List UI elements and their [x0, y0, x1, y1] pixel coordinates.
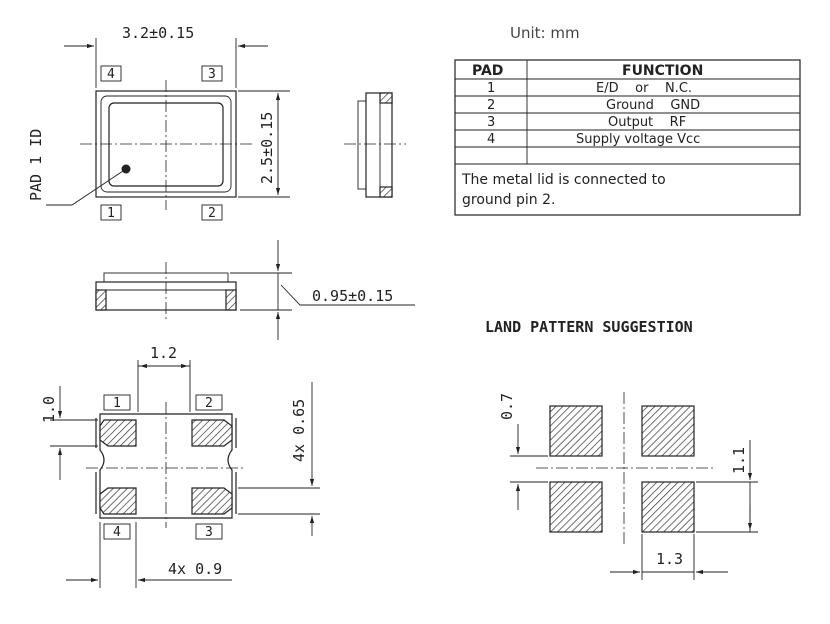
table-note-line2: ground pin 2. — [462, 192, 555, 208]
pad-number-3-bottom: 3 — [205, 525, 213, 540]
table-row-4-function: Supply voltage Vcc — [576, 132, 700, 147]
pad1-leader — [46, 168, 127, 206]
bottom-view: 1 2 4 3 1.2 1.0 4x 0.65 4x 0.9 — [40, 344, 320, 588]
table-row-3-function: Output RF — [608, 115, 686, 130]
land-pad-br — [641, 481, 695, 533]
top-view: PAD 1 ID 4 3 1 2 3.2±0.15 2.5±0.15 — [27, 24, 290, 221]
pad-number-4-top: 4 — [107, 67, 115, 82]
bottom-pad-2 — [191, 419, 233, 447]
thickness-dim-label: 0.95±0.15 — [312, 287, 393, 305]
pad-number-2-top: 2 — [208, 206, 216, 221]
land-width-dim-label: 1.3 — [656, 550, 683, 568]
bottom-pad-1 — [99, 419, 137, 447]
side-view-right — [344, 92, 406, 198]
bottom-outline — [99, 413, 233, 519]
table-row-3-pad: 3 — [487, 115, 495, 130]
pad-size-w-dim-label: 4x 0.9 — [168, 560, 222, 578]
land-pad-bl — [549, 481, 603, 533]
table-header-pad: PAD — [472, 63, 503, 79]
pad-number-2-bottom: 2 — [205, 396, 213, 411]
table-row-4-pad: 4 — [487, 132, 495, 147]
land-pad-tr — [641, 405, 695, 457]
pad-number-1-bottom: 1 — [113, 396, 121, 411]
land-pattern-title: LAND PATTERN SUGGESTION — [485, 318, 693, 336]
height-dim-label: 2.5±0.15 — [258, 112, 276, 184]
bottom-pad-3 — [191, 487, 233, 515]
table-row-2-pad: 2 — [487, 98, 495, 113]
width-dim-label: 3.2±0.15 — [122, 24, 194, 42]
unit-label: Unit: mm — [510, 24, 580, 42]
pad-number-3-top: 3 — [208, 67, 216, 82]
table-note-line1: The metal lid is connected to — [461, 172, 666, 188]
side-view-front: 0.95±0.15 — [95, 240, 415, 340]
pad-pitch-dim-label: 1.2 — [150, 344, 177, 362]
table-row-2-function: Ground GND — [606, 98, 700, 113]
table-row-1-function: E/D or N.C. — [596, 81, 692, 96]
pad-function-table: PAD FUNCTION 1 E/D or N.C. 2 Ground GND … — [454, 59, 801, 216]
pad-height-dim-label: 1.0 — [40, 396, 58, 423]
land-gap-dim-label: 0.7 — [498, 393, 516, 420]
bottom-pad-4 — [99, 487, 137, 515]
pad-size-h-dim-label: 4x 0.65 — [290, 399, 308, 462]
land-pitch-dim-label: 1.1 — [730, 447, 748, 474]
table-row-1-pad: 1 — [487, 81, 495, 96]
table-header-function: FUNCTION — [622, 63, 703, 79]
pad-number-4-bottom: 4 — [113, 525, 121, 540]
land-pad-tl — [549, 405, 603, 457]
land-pattern: 0.7 1.1 1.3 — [498, 392, 758, 580]
pad1-id-label: PAD 1 ID — [27, 129, 45, 201]
side-body — [365, 92, 393, 198]
pad-number-1-top: 1 — [107, 206, 115, 221]
